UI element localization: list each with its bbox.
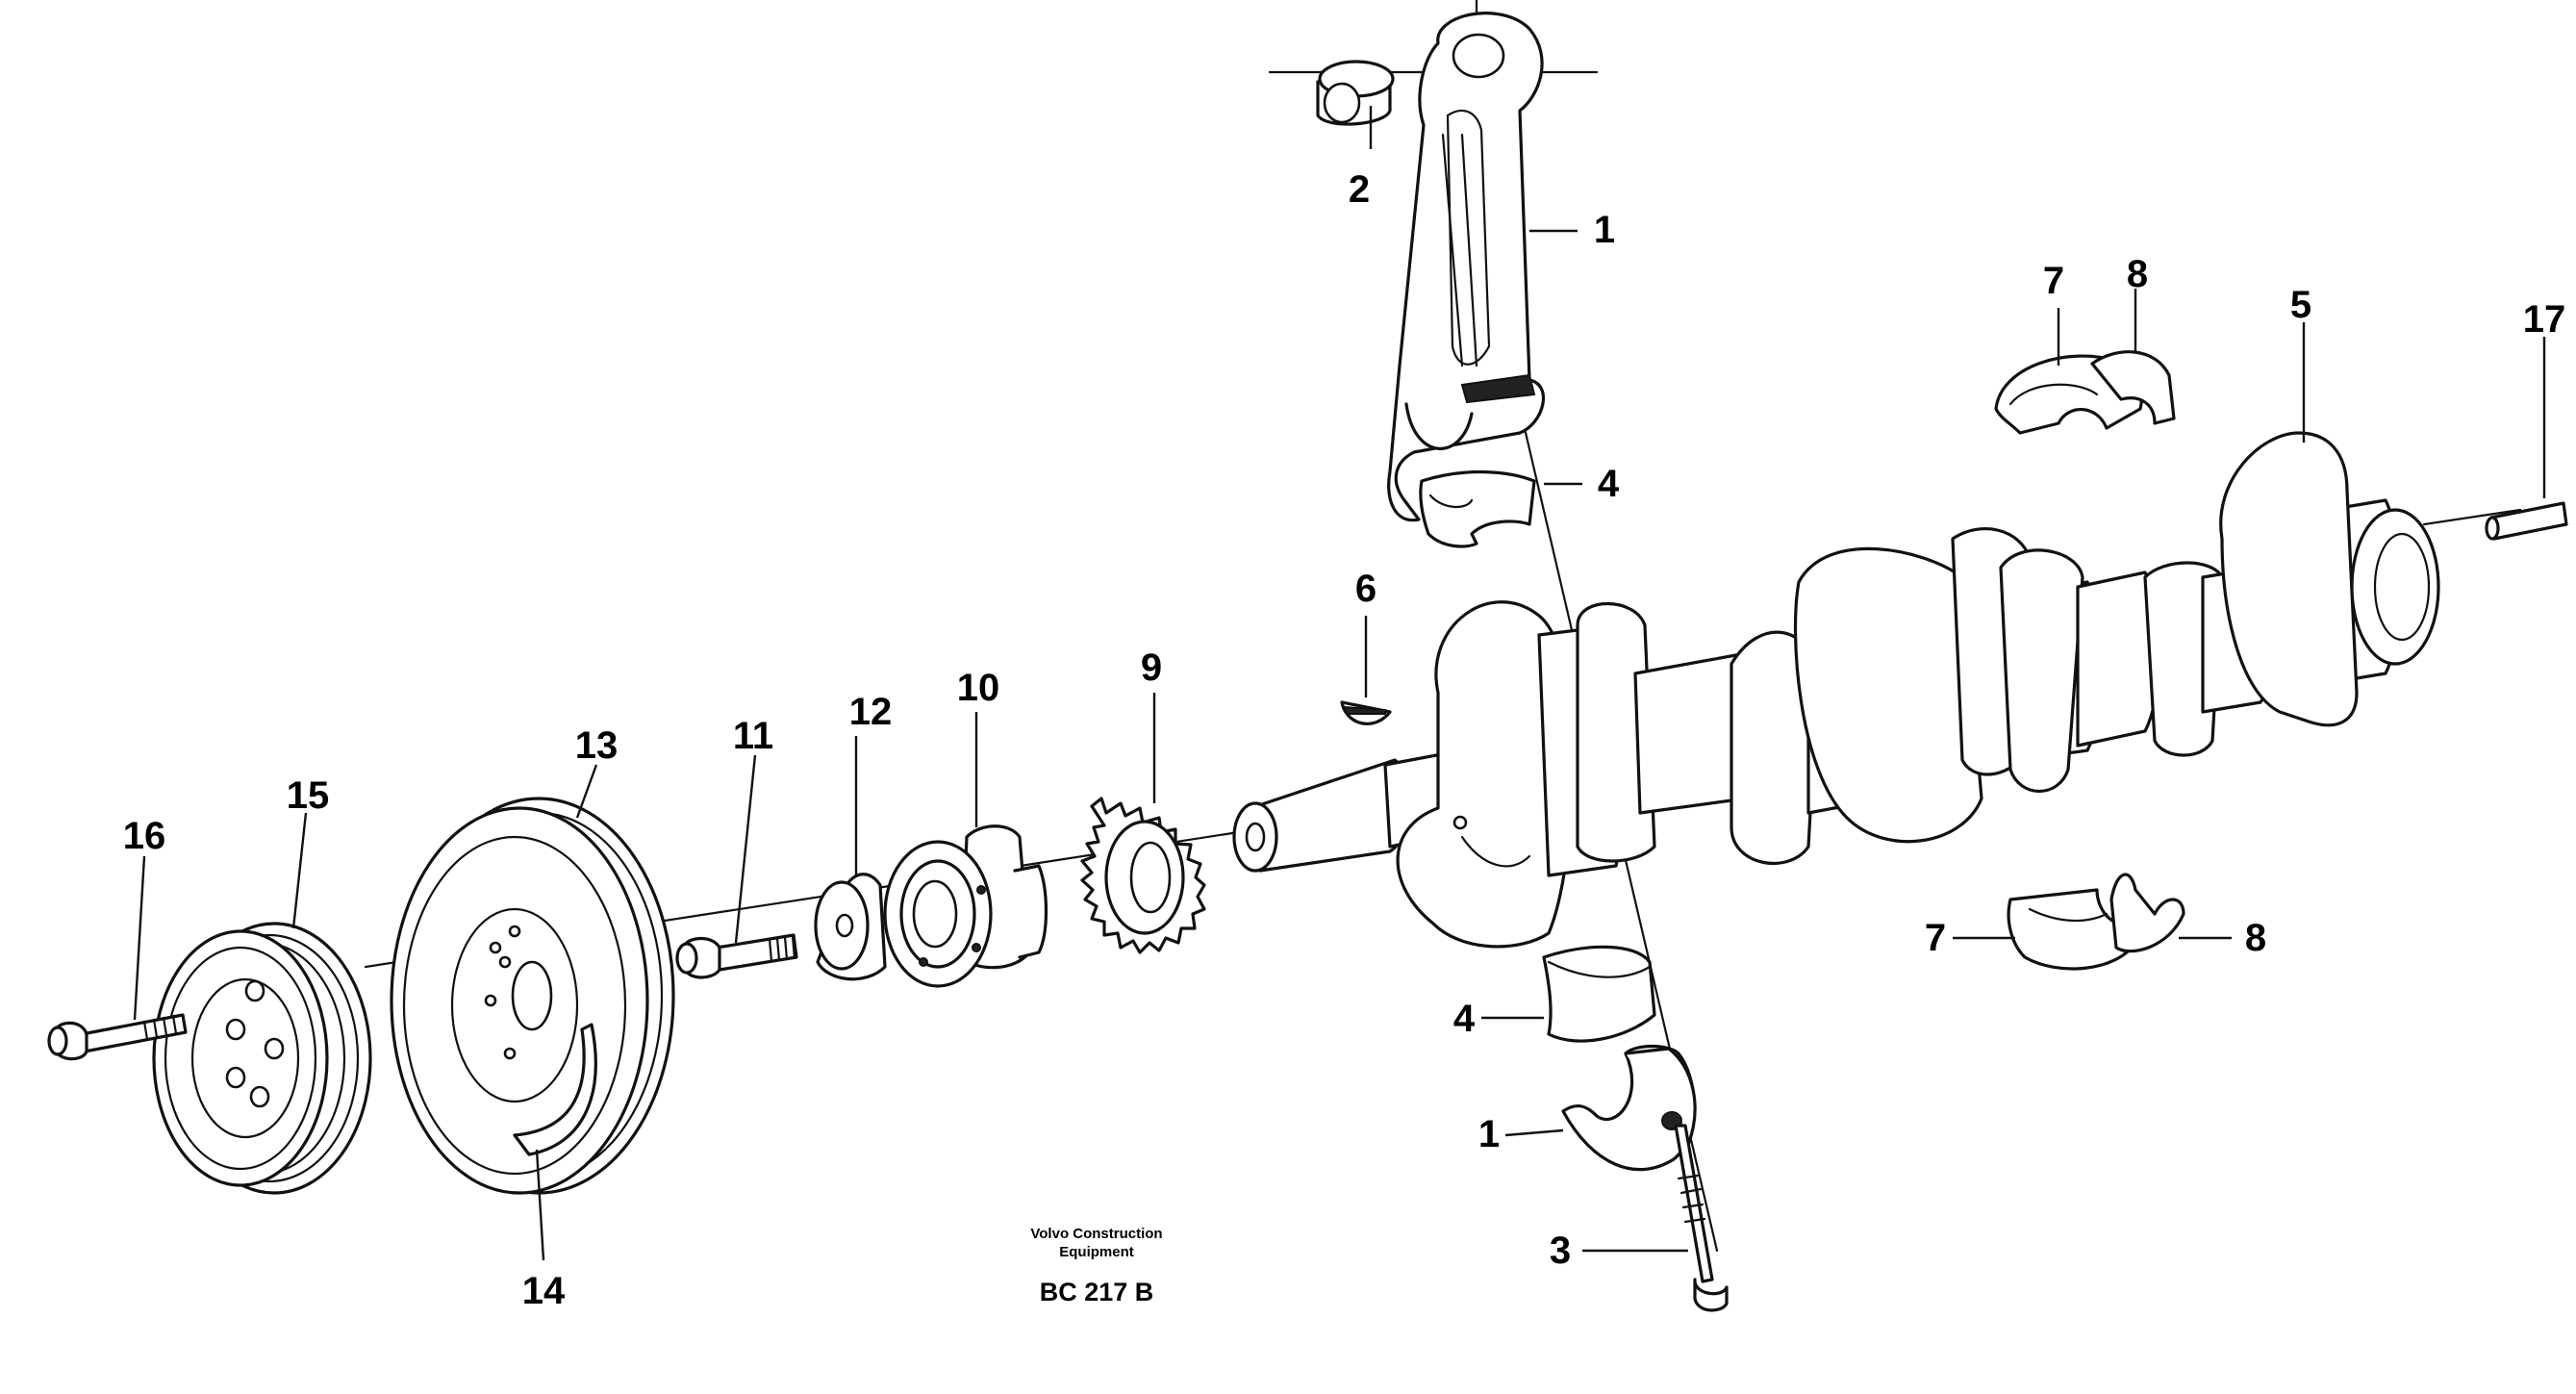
callout-bushing: 2: [1349, 168, 1370, 211]
big-end-bearing-shell-upper: [1419, 469, 1536, 548]
connecting-rod-cap: [1561, 1044, 1697, 1172]
callout-connecting-rod: 1: [1594, 209, 1615, 251]
crankshaft: [1232, 431, 2440, 949]
main-bearing-shell-lower: [2007, 888, 2137, 971]
callout-rod-bolt: 3: [1550, 1229, 1571, 1272]
credit-line-1: Volvo Construction: [1030, 1226, 1162, 1242]
callout-thrust-washer-upper: 8: [2127, 253, 2148, 295]
callout-hub: 10: [957, 667, 1000, 709]
hub-bolt: [675, 933, 798, 979]
callout-seal-plate: 14: [522, 1270, 566, 1312]
credit-line-2: Equipment: [1059, 1244, 1134, 1260]
callout-woodruff-key: 6: [1355, 568, 1376, 610]
leader-lines: [133, 106, 2546, 1261]
callout-main-bearing-lower: 7: [1925, 917, 1946, 959]
callout-gear: 9: [1141, 646, 1162, 689]
callout-bearing-shell-upper: 4: [1598, 463, 1620, 505]
callout-dowel-pin: 17: [2523, 298, 2566, 341]
woodruff-key: [1340, 700, 1392, 725]
callout-damper-pulley: 15: [287, 774, 330, 817]
callout-labels: 1 1 2 3 4 4 5 6 7 7 8 8 9 10 11 12 13 14…: [123, 168, 2566, 1312]
thrust-washer-upper: [2090, 350, 2176, 425]
callout-pulley: 13: [575, 724, 619, 767]
callout-main-bearing-upper: 7: [2043, 260, 2064, 302]
callout-rod-cap: 1: [1478, 1113, 1500, 1155]
hub-washer: [814, 873, 887, 981]
connecting-rod: [1387, 12, 1546, 522]
vibration-damper-pulley: [152, 922, 372, 1195]
crankshaft-hub: [883, 824, 1048, 988]
callout-crankshaft: 5: [2290, 284, 2311, 326]
connecting-rod-bolt: [1674, 1124, 1729, 1312]
thrust-washer-lower: [2109, 873, 2185, 953]
small-end-bushing: [1316, 60, 1395, 126]
damper-bolt: [47, 1013, 188, 1061]
diagram-credit: Volvo Construction Equipment BC 217 B: [1030, 1226, 1162, 1306]
callout-washer: 12: [849, 691, 893, 733]
drawing-code: BC 217 B: [1040, 1278, 1154, 1306]
big-end-bearing-shell-lower: [1542, 945, 1656, 1043]
callout-hub-bolt: 11: [733, 715, 773, 757]
pulley-seal-plate: [513, 1023, 597, 1156]
callout-damper-bolt: 16: [123, 815, 166, 857]
crankshaft-gear: [1080, 797, 1206, 954]
dowel-pin: [2485, 501, 2568, 541]
callout-thrust-washer-lower: 8: [2245, 917, 2266, 959]
callout-bearing-shell-lower: 4: [1453, 998, 1476, 1040]
